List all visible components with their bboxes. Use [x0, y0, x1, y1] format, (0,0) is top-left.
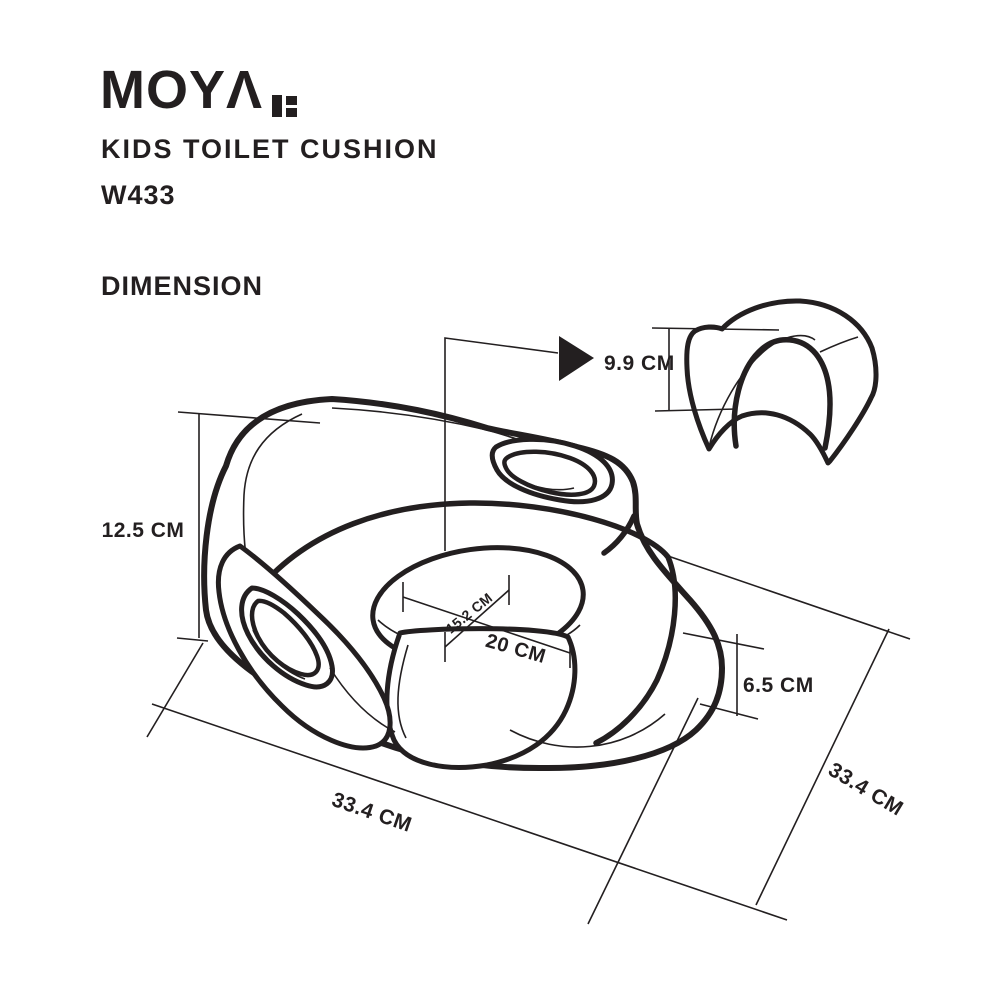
- dim-front-rim-height: 6.5 CM: [682, 632, 814, 720]
- brand-logo: MOYΛ: [100, 60, 297, 120]
- logo-bar-shape: [272, 95, 282, 117]
- dim-label-detail-height: 9.9 CM: [604, 352, 675, 375]
- dim-label-overall-depth: 33.4 CM: [824, 758, 907, 820]
- front-left-shade-line: [329, 667, 396, 733]
- splash-guard-highlight-line: [397, 644, 409, 739]
- left-handle-highlight-line: [252, 629, 306, 680]
- right-handle: [489, 436, 637, 556]
- dim-label-front-rim-height: 6.5 CM: [743, 674, 814, 697]
- cross-section-arch-line: [731, 336, 833, 451]
- callout-arrow-icon: [559, 336, 594, 381]
- logo-square-top-shape: [286, 96, 297, 105]
- logo-square-bottom-shape: [286, 108, 297, 117]
- dim-overall-depth: 33.4 CM: [755, 628, 907, 906]
- floor-extension-lines: [146, 555, 911, 925]
- section-title: DIMENSION: [101, 271, 264, 301]
- dim-label-overall-width: 33.4 CM: [329, 788, 415, 837]
- dim-overall-height: 12.5 CM: [102, 411, 321, 642]
- seat-rim-line: [255, 500, 678, 746]
- product-title: KIDS TOILET CUSHION: [101, 134, 439, 164]
- dim-detail-height: 9.9 CM: [604, 327, 780, 412]
- model-code: W433: [101, 180, 176, 210]
- right-handle-highlight-line: [513, 477, 575, 491]
- front-right-shade-line: [509, 713, 666, 748]
- cross-section-detail: [684, 298, 879, 466]
- brand-wordmark: MOYΛ: [100, 60, 264, 120]
- cross-section-edge-thin-line: [819, 336, 859, 353]
- cross-section-outline: [684, 298, 879, 466]
- dim-label-overall-height: 12.5 CM: [102, 519, 185, 542]
- cushion-drawing: [201, 396, 725, 772]
- left-handle: [215, 543, 393, 751]
- detail-callout: [444, 336, 594, 551]
- brand-logo-mark-icon: [272, 95, 300, 117]
- callout-leader-line: [444, 337, 559, 551]
- left-handle-hole: [249, 598, 321, 678]
- cross-section-inner-thin-line: [708, 334, 816, 448]
- right-handle-fold-line: [601, 513, 637, 556]
